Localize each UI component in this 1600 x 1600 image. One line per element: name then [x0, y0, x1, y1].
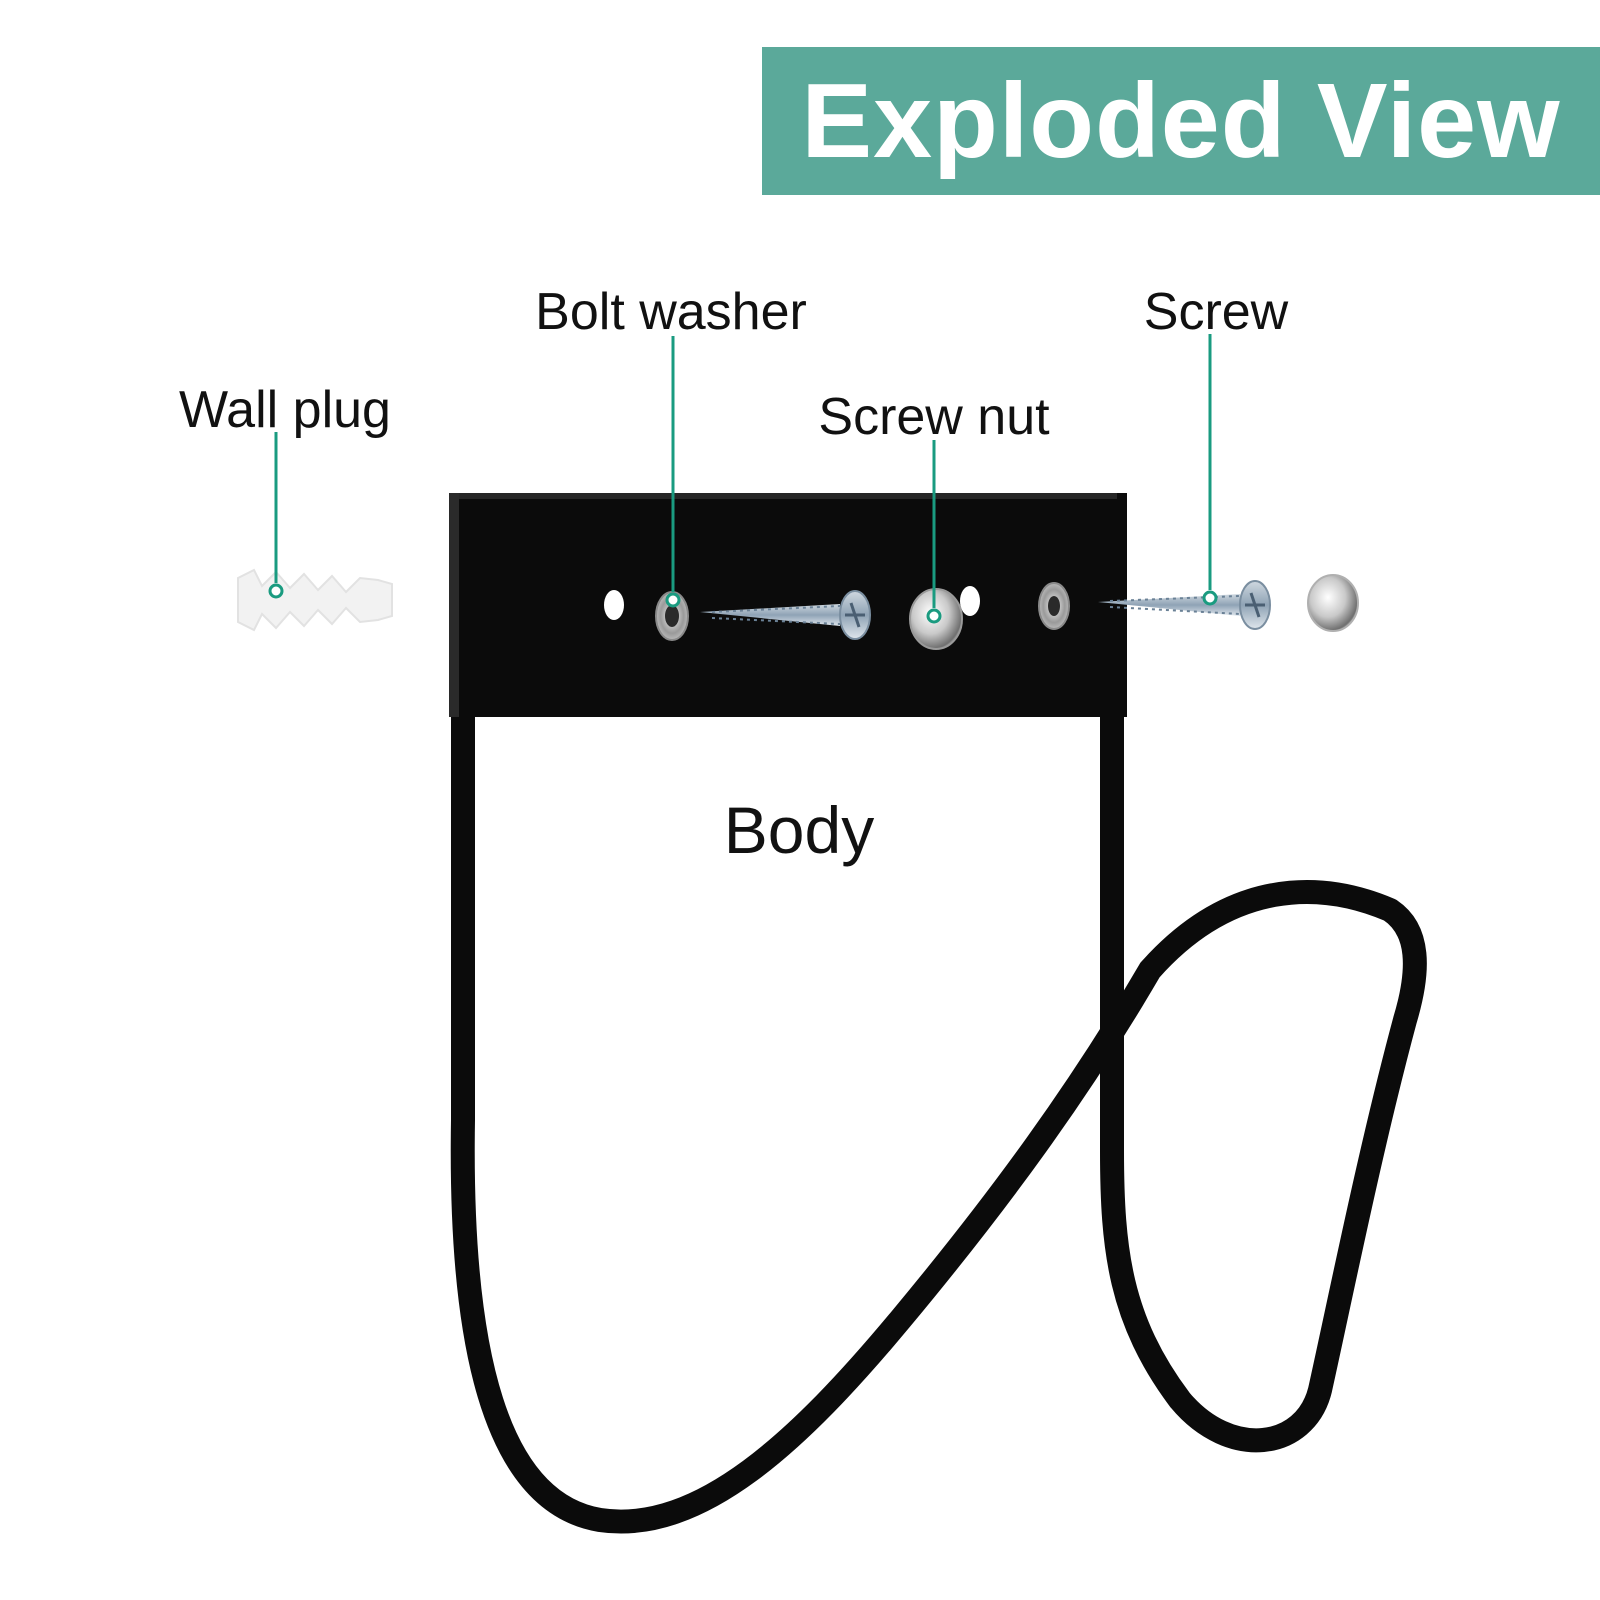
plate-hole-right — [960, 586, 980, 616]
label-wall-plug: Wall plug — [179, 381, 391, 439]
leader-dot-screw — [1202, 590, 1218, 606]
leader-lines — [268, 334, 1218, 624]
wall-plug — [237, 568, 393, 632]
leader-dot-bolt-washer — [665, 592, 681, 608]
label-bolt-washer: Bolt washer — [535, 283, 807, 341]
screw-left — [700, 590, 871, 640]
bracket-wire-loop — [450, 688, 1427, 1534]
plate-top-highlight — [459, 493, 1117, 499]
label-body: Body — [723, 793, 875, 867]
plate-left-edge — [449, 493, 459, 717]
bolt-washer-left — [655, 591, 689, 641]
bracket-body — [449, 493, 1427, 1534]
leader-dot-wall-plug — [268, 583, 284, 599]
bolt-washer-right — [1038, 582, 1070, 630]
chrome-cap — [1307, 574, 1359, 632]
diagram-title: Exploded View — [801, 61, 1561, 180]
leader-dot-screw-nut — [926, 608, 942, 624]
label-screw-nut: Screw nut — [818, 388, 1050, 446]
plate-hole-left — [604, 590, 624, 620]
title-banner: Exploded View — [762, 47, 1600, 195]
label-screw: Screw — [1143, 283, 1289, 341]
bracket-mounting-plate — [449, 493, 1127, 717]
